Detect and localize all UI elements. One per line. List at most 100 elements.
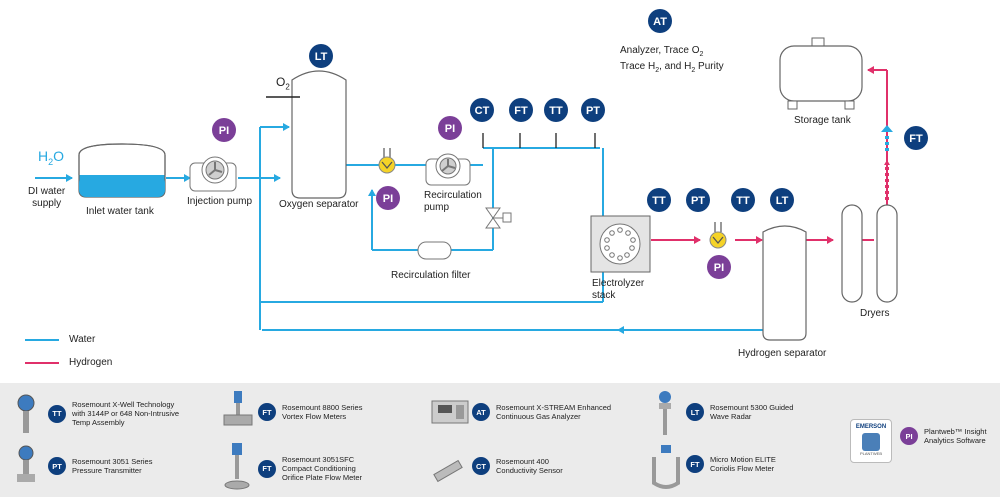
products-panel: EMERSON PLANTWEB TT Rosemount X-Well Tec…	[0, 383, 1000, 497]
dryers-label: Dryers	[860, 308, 890, 319]
svg-text:TT: TT	[549, 105, 563, 117]
dryers	[841, 204, 898, 303]
svg-text:AT: AT	[653, 16, 667, 28]
pi-badge-h2: PI	[707, 255, 731, 279]
ct-badge: CT	[470, 98, 494, 122]
svg-text:LT: LT	[776, 195, 789, 207]
svg-text:FT: FT	[514, 105, 528, 117]
conductivity-sensor-icon	[433, 459, 463, 483]
recirculation-pump-icon	[425, 153, 471, 186]
product-badge: FT	[686, 455, 704, 473]
svg-text:LT: LT	[315, 51, 328, 63]
o2-label: O2	[276, 75, 290, 92]
product-3051sfc: FT Rosemount 3051SFC Compact Conditionin…	[258, 455, 362, 482]
product-badge: PT	[48, 457, 66, 475]
legend-hydrogen: Hydrogen	[25, 357, 112, 368]
hydrogen-separator	[762, 225, 807, 341]
transmitter-icon	[17, 394, 35, 433]
recirc-check-valve	[378, 148, 396, 174]
tt-badge-top: TT	[544, 98, 568, 122]
hydrogen-flow-arrow	[884, 160, 890, 200]
storage-tank	[779, 37, 863, 110]
legend-hydrogen-swatch	[25, 361, 59, 364]
instrument-taps	[482, 133, 596, 148]
product-badge: PI	[900, 427, 918, 445]
product-text: Rosemount 8800 Series Vortex Flow Meters	[282, 403, 363, 421]
product-badge: FT	[258, 459, 276, 478]
recirculation-filter-label: Recirculation filter	[391, 270, 471, 281]
di-water-supply-label: DI water supply	[28, 186, 66, 209]
product-3051: PT Rosemount 3051 Series Pressure Transm…	[48, 457, 152, 475]
ft-badge-top: FT	[509, 98, 533, 122]
pi-badge-recirc-pump: PI	[438, 116, 462, 140]
product-text: Micro Motion ELITE Coriolis Flow Meter	[710, 455, 776, 473]
svg-text:PI: PI	[445, 123, 455, 135]
legend-water-label: Water	[69, 334, 96, 345]
product-text: Rosemount X-Well Technology with 3144P o…	[72, 400, 180, 427]
recirculation-filter	[417, 241, 452, 260]
injection-pump-icon	[189, 156, 237, 192]
hydrogen-separator-label: Hydrogen separator	[738, 348, 827, 359]
product-text: Rosemount 400 Conductivity Sensor	[496, 457, 563, 475]
svg-text:FT: FT	[909, 133, 923, 145]
h2o-label: H2O	[38, 148, 65, 167]
ft-badge-storage: FT	[904, 126, 928, 150]
orifice-meter-icon	[224, 443, 250, 490]
product-badge: TT	[48, 404, 66, 423]
product-text: Plantweb™ Insight Analytics Software	[924, 427, 987, 445]
pi-badge-recirc-valve: PI	[376, 186, 400, 210]
product-text: Rosemount X-STREAM Enhanced Continuous G…	[496, 403, 612, 421]
emerson-brand-text: EMERSON	[855, 424, 887, 430]
pt-badge-top: PT	[581, 98, 605, 122]
product-8800: FT Rosemount 8800 Series Vortex Flow Met…	[258, 403, 362, 421]
radar-icon	[659, 391, 671, 435]
product-400: CT Rosemount 400 Conductivity Sensor	[472, 457, 563, 475]
gas-analyzer-icon	[431, 400, 469, 424]
svg-text:TT: TT	[736, 195, 750, 207]
svg-text:TT: TT	[652, 195, 666, 207]
oxygen-separator	[266, 70, 347, 199]
svg-text:PT: PT	[691, 195, 705, 207]
tt-badge-h2-2: TT	[731, 188, 755, 212]
inlet-tank-label: Inlet water tank	[86, 206, 154, 217]
process-diagram: LT AT PI PI PI CT FT TT PT TT PT TT LT P…	[35, 9, 928, 341]
signal-arrow	[881, 125, 893, 151]
tt-badge-h2-1: TT	[647, 188, 671, 212]
emerson-logo-icon: EMERSON PLANTWEB	[850, 419, 892, 463]
svg-text:PI: PI	[383, 193, 393, 205]
legend-water-swatch	[25, 338, 59, 341]
pressure-transmitter-icon	[17, 445, 35, 482]
svg-text:CT: CT	[475, 105, 490, 117]
legend-water: Water	[25, 334, 95, 345]
hydrogen-check-valve	[709, 222, 727, 249]
electrolyzer-stack-label: Electrolyzer stack	[592, 278, 645, 301]
inlet-water-tank	[78, 143, 166, 198]
injection-pump-label: Injection pump	[187, 196, 253, 207]
analyzer-label: Analyzer, Trace O2 Trace H2, and H2 Puri…	[620, 45, 724, 74]
plantweb-text: PLANTWEB	[859, 451, 882, 456]
product-x-stream: AT Rosemount X-STREAM Enhanced Continuou…	[472, 403, 611, 421]
product-x-well: TT Rosemount X-Well Technology with 3144…	[48, 400, 179, 427]
oxygen-separator-label: Oxygen separator	[279, 199, 359, 210]
coriolis-meter-icon	[652, 445, 680, 489]
product-badge: AT	[472, 403, 490, 421]
control-valve	[485, 207, 512, 229]
recirculation-pump-label: Recirculation pump	[424, 190, 482, 213]
product-badge: LT	[686, 403, 704, 421]
product-text: Rosemount 3051SFC Compact Conditioning O…	[282, 455, 363, 482]
product-text: Rosemount 5300 Guided Wave Radar	[710, 403, 794, 421]
pi-badge-injection: PI	[212, 118, 236, 142]
product-5300: LT Rosemount 5300 Guided Wave Radar	[686, 403, 793, 421]
legend-hydrogen-label: Hydrogen	[69, 357, 113, 368]
svg-text:PI: PI	[714, 262, 724, 274]
svg-text:PI: PI	[219, 125, 229, 137]
lt-badge: LT	[309, 44, 333, 68]
product-plantweb: PI Plantweb™ Insight Analytics Software	[900, 427, 987, 445]
product-badge: FT	[258, 403, 276, 421]
vortex-meter-icon	[223, 391, 253, 426]
lt-badge-h2: LT	[770, 188, 794, 212]
product-coriolis: FT Micro Motion ELITE Coriolis Flow Mete…	[686, 455, 776, 473]
electrolyzer-stack	[590, 215, 651, 273]
storage-tank-label: Storage tank	[794, 115, 851, 126]
at-badge: AT	[648, 9, 672, 33]
